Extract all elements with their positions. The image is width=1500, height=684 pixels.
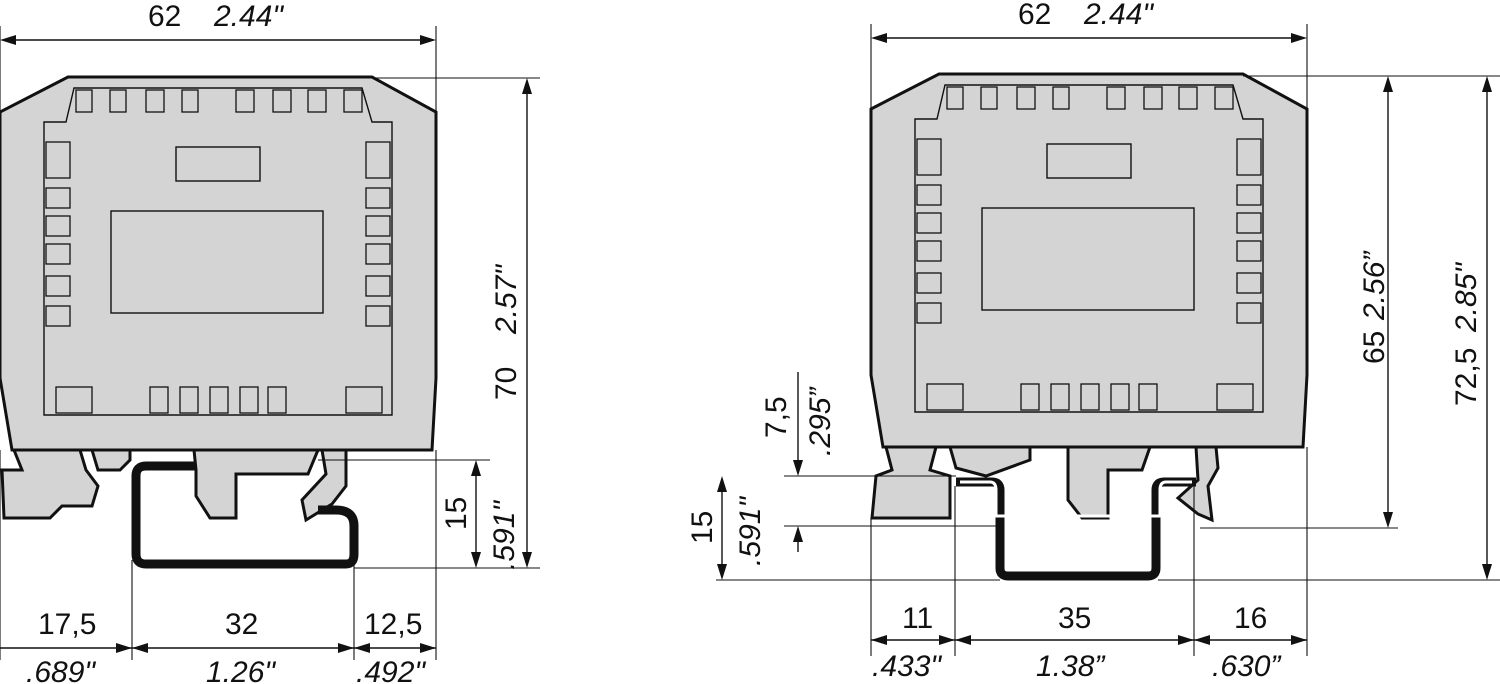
left-bottom-right-mm: 12,5 — [364, 608, 422, 641]
left-rail-height-mm: 15 — [440, 497, 473, 530]
left-width-inch: 2.44" — [213, 0, 284, 33]
left-din-rail — [131, 461, 359, 569]
right-bottom-mid-inch: 1.38” — [1036, 650, 1106, 683]
right-bottom-left-inch: .433" — [872, 650, 942, 683]
left-clip-foot — [0, 448, 100, 520]
left-view: 62 2.44" 70 2.57" 15 .591" — [0, 0, 540, 684]
right-rail-height-inch: .591" — [734, 496, 767, 566]
left-bottom-left-mm: 17,5 — [38, 608, 96, 641]
right-clip-foot — [870, 445, 952, 520]
right-width-inch: 2.44" — [1083, 0, 1154, 31]
left-terminal-block — [0, 75, 438, 452]
left-bottom-right-inch: .492" — [356, 656, 426, 684]
left-height-mm: 70 — [490, 367, 523, 400]
right-width-mm: 62 — [1018, 0, 1051, 31]
left-width-mm: 62 — [148, 0, 181, 33]
right-bottom-right-inch: .630” — [1212, 650, 1282, 683]
right-inner-height-mm: 65 — [1358, 331, 1391, 364]
right-bottom-mid-mm: 35 — [1058, 602, 1091, 635]
right-bottom-left-mm: 11 — [902, 602, 933, 635]
right-view: 62 2.44" 65 2.56” 72,5 2.85" 7,5 — [686, 0, 1500, 683]
right-din-rail — [956, 477, 1196, 581]
left-rail-height-inch: .591" — [488, 500, 521, 570]
right-offset-mm: 7,5 — [760, 396, 793, 438]
right-terminal-block — [869, 72, 1309, 449]
right-offset-inch: .295” — [804, 386, 837, 456]
left-bottom-mid-mm: 32 — [225, 608, 258, 641]
left-latch — [192, 448, 321, 520]
right-bottom-right-mm: 16 — [1234, 602, 1267, 635]
left-bottom-mid-inch: 1.26" — [206, 656, 276, 684]
left-height-inch: 2.57" — [490, 264, 523, 335]
right-total-height-inch: 2.85" — [1450, 262, 1483, 333]
right-rail-height-mm: 15 — [686, 511, 719, 544]
left-bottom-left-inch: .689" — [26, 656, 96, 684]
left-clip-tab — [89, 448, 132, 472]
right-clip-tab — [948, 445, 1032, 478]
right-total-height-mm: 72,5 — [1450, 348, 1483, 406]
right-inner-height-inch: 2.56” — [1358, 250, 1391, 321]
right-latch — [1066, 445, 1153, 520]
